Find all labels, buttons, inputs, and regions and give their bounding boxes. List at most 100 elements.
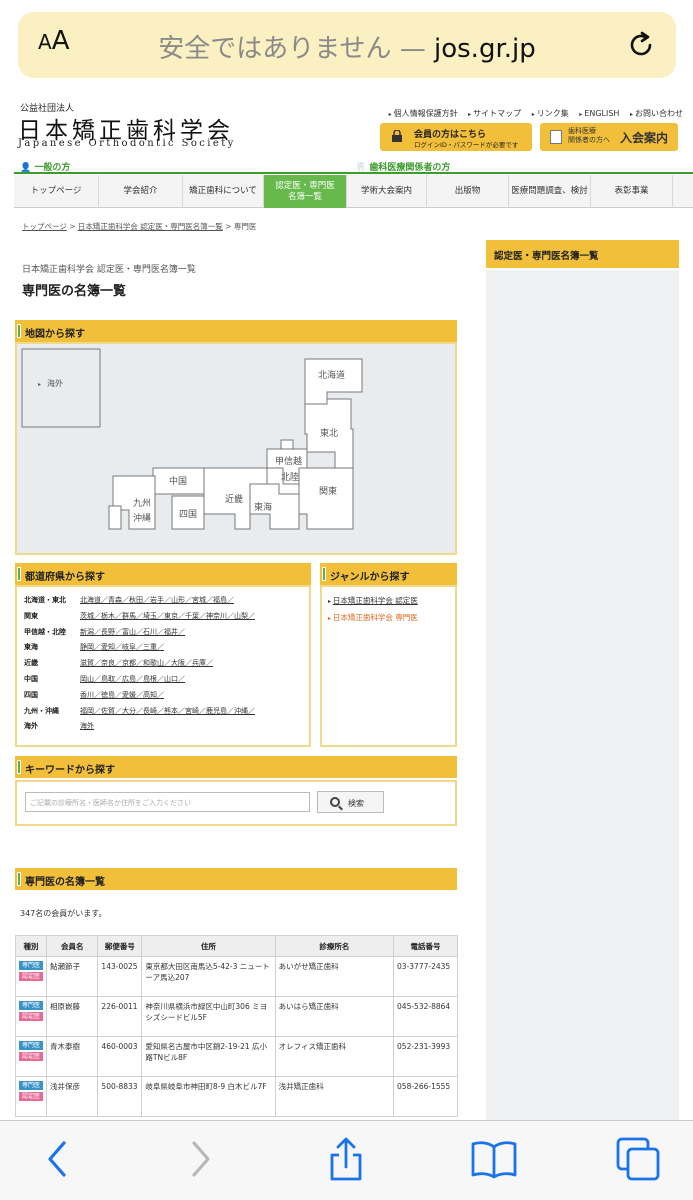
pref-section-title: 都道府県から探す	[25, 572, 105, 583]
insecure-warning: 安全ではありません —	[158, 34, 426, 64]
pref-links[interactable]: 茨城／栃木／群馬／埼玉／東京／千葉／神奈川／山梨／	[80, 611, 255, 620]
nav-item-3[interactable]: 認定医・専門医 名簿一覧	[264, 175, 347, 208]
pref-links[interactable]: 岡山／鳥取／広島／島根／山口／	[80, 675, 185, 683]
phone-cell: 03-3777-2435	[393, 956, 458, 997]
type-cell: 専門医認定医	[15, 996, 47, 1037]
link-sitemap[interactable]: サイトマップ	[468, 109, 521, 118]
section-marker	[17, 567, 21, 581]
zip-cell: 226-0011	[97, 996, 143, 1037]
pref-links[interactable]: 福岡／佐賀／大分／長崎／熊本／宮崎／鹿児島／沖縄／	[80, 706, 255, 715]
pref-region-label: 東海	[24, 643, 38, 652]
sidebar-header: 認定医・専門医名簿一覧	[486, 240, 679, 268]
map-label-shikoku: 四国	[179, 509, 197, 520]
pref-region-label: 甲信越・北陸	[24, 627, 66, 636]
site-logo-title[interactable]: 日本矯正歯科学会	[18, 118, 234, 144]
back-icon[interactable]	[38, 1137, 78, 1181]
forward-icon[interactable]	[180, 1137, 220, 1181]
breadcrumb-home[interactable]: トップページ	[22, 222, 67, 231]
join-note-line2: 関係者の方へ	[568, 136, 610, 144]
japan-region-map: ▸ 海外 北海道 東北 甲信越 北陸 関東 東海 近畿 中国 四国 九州 沖縄	[15, 342, 457, 555]
section-marker	[17, 324, 21, 338]
genre-section-header: ジャンルから探す	[320, 563, 457, 585]
name-cell: 相原嵌藤	[45, 996, 99, 1037]
audience-general-link[interactable]: 👤 一般の方	[20, 160, 70, 173]
member-count: 347名の会員がいます。	[20, 909, 107, 918]
genre-item-1[interactable]: ▸ 日本矯正歯科学会 専門医	[328, 612, 418, 623]
specialist-badge: 専門医	[19, 1081, 43, 1090]
main-nav: トップページ学会紹介矯正歯科について認定医・専門医 名簿一覧学術大会案内出版物医…	[14, 175, 693, 208]
phone-cell: 052-231-3993	[393, 1036, 458, 1077]
certified-badge: 認定医	[19, 972, 43, 981]
address-cell: 愛知県名古屋市中区錦2-19-21 広小路TNビル8F	[141, 1036, 276, 1077]
keyword-search-input[interactable]: ご記載の診療所名・医師名か住所をご入力ください	[25, 792, 310, 812]
breadcrumb-sep: >	[222, 222, 234, 231]
address-cell: 岐阜県岐阜市神田町8-9 白木ビル7F	[141, 1076, 276, 1117]
nav-item-1[interactable]: 学会紹介	[99, 175, 183, 208]
nav-divider	[14, 172, 693, 174]
member-login-button[interactable]: 会員の方はこちら ログインID・パスワードが必要です	[380, 123, 532, 151]
keyword-section-title: キーワードから探す	[25, 765, 115, 776]
audience-dental-label: 歯科医療関係者の方	[369, 163, 451, 173]
map-label-kanto: 関東	[319, 485, 337, 497]
url-display[interactable]: 安全ではありません — jos.gr.jp	[18, 28, 676, 65]
link-english[interactable]: ENGLISH	[579, 109, 619, 118]
nav-item-6[interactable]: 医療問題調査、検討	[509, 175, 591, 208]
tabs-icon[interactable]	[614, 1137, 662, 1181]
utility-links: 個人情報保護方針 サイトマップ リンク集 ENGLISH お問い合わせ	[381, 108, 683, 119]
specialist-badge: 専門医	[19, 1041, 43, 1050]
nav-item-4[interactable]: 学術大会案内	[347, 175, 427, 208]
pref-links[interactable]: 海外	[80, 722, 94, 731]
nav-item-0[interactable]: トップページ	[14, 175, 99, 208]
link-privacy[interactable]: 個人情報保護方針	[389, 109, 458, 118]
nav-item-5[interactable]: 出版物	[427, 175, 509, 208]
audience-dental-link[interactable]: 🦷 歯科医療関係者の方	[355, 160, 450, 173]
pref-links[interactable]: 滋賀／奈良／京都／和歌山／大阪／兵庫／	[80, 659, 213, 668]
pref-links[interactable]: 静岡／愛知／岐阜／三重／	[80, 643, 164, 652]
keyword-search-box: ご記載の診療所名・医師名か住所をご入力ください 検索	[15, 780, 457, 826]
keyword-section-header: キーワードから探す	[15, 756, 457, 778]
type-cell: 専門医認定医	[15, 1036, 47, 1077]
map-region-shikoku	[171, 495, 205, 530]
map-section-title: 地図から探す	[25, 329, 85, 340]
breadcrumb-sep: >	[66, 222, 78, 231]
nav-item-2[interactable]: 矯正歯科について	[183, 175, 264, 208]
genre-section-title: ジャンルから探す	[330, 572, 410, 583]
reader-aa-button[interactable]: AA	[38, 26, 70, 56]
certified-badge: 認定医	[19, 1012, 43, 1021]
pref-links[interactable]: 北海道／青森／秋田／岩手／山形／宮城／福島／	[80, 596, 234, 604]
col-clinic: 診療所名	[274, 935, 395, 957]
bookmarks-icon[interactable]	[470, 1137, 518, 1181]
map-arrow: ▸	[38, 381, 41, 388]
address-bar[interactable]: AA 安全ではありません — jos.gr.jp	[18, 12, 676, 78]
breadcrumb-list[interactable]: 日本矯正歯科学会 認定医・専門医名簿一覧	[77, 222, 223, 231]
nav-item-7[interactable]: 表彰事業	[591, 175, 673, 208]
pref-links[interactable]: 香川／徳島／愛媛／高知／	[80, 690, 164, 699]
clinic-cell: あいがせ矯正歯科	[274, 956, 395, 997]
pref-region-label: 北海道・東北	[24, 596, 66, 604]
genre-item-0[interactable]: ▸ 日本矯正歯科学会 認定医	[328, 595, 418, 606]
prefecture-list: 北海道・東北北海道／青森／秋田／岩手／山形／宮城／福島／関東茨城／栃木／群馬／埼…	[15, 585, 311, 747]
zip-cell: 143-0025	[97, 956, 143, 997]
pref-region-label: 中国	[24, 675, 38, 683]
clinic-cell: 浅井矯正歯科	[274, 1076, 395, 1117]
arrow-icon: ▸	[328, 615, 333, 622]
certified-badge: 認定医	[19, 1092, 43, 1101]
audience-general-label: 一般の方	[34, 163, 71, 173]
reload-icon[interactable]	[624, 28, 658, 62]
specialist-badge: 専門医	[19, 1001, 43, 1010]
join-button[interactable]: 歯科医療 関係者の方へ 入会案内	[540, 123, 678, 151]
search-button[interactable]: 検索	[317, 791, 384, 813]
link-contact[interactable]: お問い合わせ	[630, 109, 683, 118]
map-region-hokkaido	[304, 358, 363, 405]
link-links[interactable]: リンク集	[532, 109, 569, 118]
share-icon[interactable]	[326, 1137, 366, 1181]
sidebar-panel	[486, 270, 679, 1120]
pref-links[interactable]: 新潟／長野／富山／石川／福井／	[80, 627, 185, 636]
name-cell: 鮎瀬節子	[45, 956, 99, 997]
sidebar-title: 認定医・専門医名簿一覧	[494, 251, 599, 262]
list-section-header: 専門医の名簿一覧	[15, 868, 457, 890]
map-labels: ▸ 海外 北海道 東北 甲信越 北陸 関東 東海 近畿 中国 四国 九州 沖縄	[38, 369, 345, 524]
map-region-okinawa-island	[108, 505, 122, 530]
